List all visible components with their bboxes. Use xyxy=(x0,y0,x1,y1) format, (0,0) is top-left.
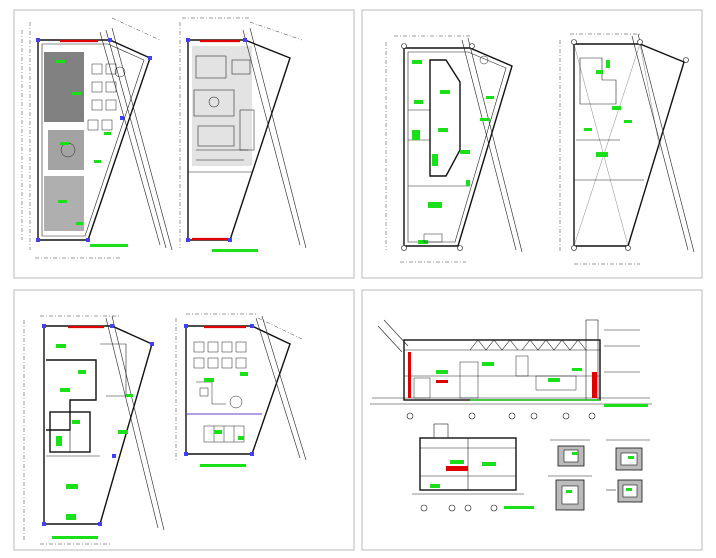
floor-plan-2b xyxy=(559,33,695,265)
floor-plan-3b xyxy=(175,313,307,467)
floor-plan-3a xyxy=(23,315,165,545)
section-short xyxy=(412,423,534,512)
detail-2 xyxy=(606,439,650,471)
detail-3 xyxy=(548,475,592,511)
panel-frame-bottom-right xyxy=(361,289,703,551)
detail-1 xyxy=(550,439,590,467)
floor-plan-1b xyxy=(179,17,307,252)
floor-plan-1a xyxy=(21,17,173,259)
panel-frame-top-left xyxy=(13,9,355,279)
detail-4 xyxy=(606,479,643,503)
floor-plan-2a xyxy=(385,35,523,263)
panel-frame-bottom-left xyxy=(13,289,355,551)
panel-frame-top-right xyxy=(361,9,703,279)
section-long xyxy=(370,319,652,420)
